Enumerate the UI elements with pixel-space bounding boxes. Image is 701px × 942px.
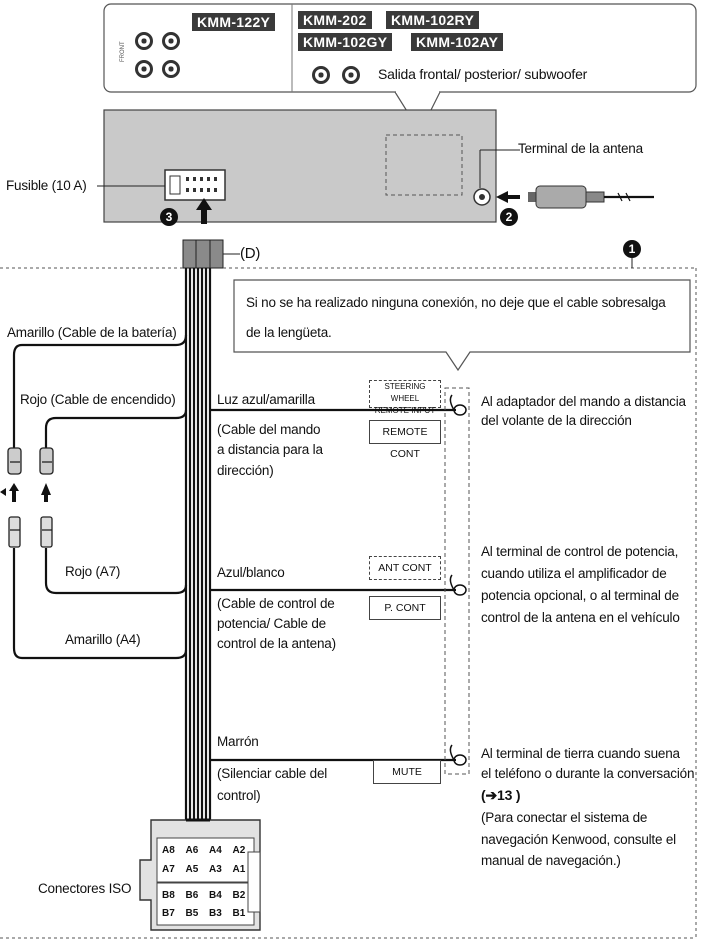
iso-pin: A4 bbox=[209, 845, 222, 856]
iso-row-b2: B7 B5 B3 B1 bbox=[162, 908, 252, 919]
arrow-right-icon: (➔ bbox=[481, 787, 497, 803]
iso-pin: B6 bbox=[185, 890, 199, 901]
marker-1: 1 bbox=[623, 240, 641, 258]
wire-name: Luz azul/amarilla bbox=[217, 392, 315, 407]
terminal-label: REMOTE INPUT bbox=[374, 406, 436, 415]
iso-pin: A6 bbox=[185, 845, 199, 856]
marker-3: 3 bbox=[160, 208, 178, 226]
model-badge: KMM-102AY bbox=[411, 33, 504, 51]
iso-pin: B4 bbox=[209, 890, 222, 901]
wire-destination: Al adaptador del mando a distancia bbox=[481, 394, 686, 409]
model-badge: KMM-102RY bbox=[386, 11, 480, 29]
wire-destination: Al terminal de tierra cuando suena bbox=[481, 746, 680, 761]
wire-desc: (Silenciar cable del bbox=[217, 766, 328, 781]
iso-pin: B1 bbox=[232, 908, 246, 919]
iso-pin: B7 bbox=[162, 908, 175, 919]
wire-desc: a distancia para la bbox=[217, 442, 323, 457]
rca-jacks-left: FRONT bbox=[120, 14, 190, 84]
iso-pin: B3 bbox=[209, 908, 222, 919]
wire-desc: dirección) bbox=[217, 463, 274, 478]
output-label: Salida frontal/ posterior/ subwoofer bbox=[378, 66, 588, 82]
terminal-box: ANT CONT bbox=[369, 556, 441, 580]
wire-desc: control) bbox=[217, 788, 261, 803]
label-yellow-battery: Amarillo (Cable de la batería) bbox=[7, 325, 177, 340]
iso-pin: A2 bbox=[232, 845, 246, 856]
terminal-box: REMOTE CONT bbox=[369, 420, 441, 460]
wire-destination: potencia opcional, o al terminal de bbox=[481, 588, 679, 603]
rca-jack-icon bbox=[342, 66, 360, 84]
iso-pin: B8 bbox=[162, 890, 175, 901]
rca-jack-icon bbox=[312, 66, 330, 84]
iso-row-a1: A8 A6 A4 A2 bbox=[162, 845, 252, 856]
wire-desc: (Cable de control de bbox=[217, 596, 335, 611]
terminal-box: MUTE bbox=[373, 760, 441, 784]
terminal-label: STEERING WHEEL bbox=[384, 382, 426, 403]
terminal-box: STEERING WHEEL REMOTE INPUT bbox=[369, 380, 441, 415]
iso-pin: B5 bbox=[185, 908, 199, 919]
iso-row-a2: A7 A5 A3 A1 bbox=[162, 864, 252, 875]
wire-name: Azul/blanco bbox=[217, 565, 285, 580]
page-reference-number: 13 bbox=[497, 787, 513, 803]
terminal-box: P. CONT bbox=[369, 596, 441, 620]
wire-destination: cuando utiliza el amplificador de bbox=[481, 566, 667, 581]
wire-note: (Para conectar el sistema de bbox=[481, 810, 648, 825]
label-red-a7: Rojo (A7) bbox=[65, 564, 121, 579]
connector-d-label: (D) bbox=[240, 245, 261, 262]
wire-destination: el teléfono o durante la conversación bbox=[481, 766, 695, 781]
label-yellow-a4: Amarillo (A4) bbox=[65, 632, 141, 647]
rca-jack-icon bbox=[135, 32, 153, 50]
iso-pin: A5 bbox=[185, 864, 199, 875]
antenna-terminal-label: Terminal de la antena bbox=[518, 141, 643, 156]
iso-connectors-label: Conectores ISO bbox=[38, 881, 132, 896]
label-red-ignition: Rojo (Cable de encendido) bbox=[20, 392, 176, 407]
note-line-2: de la lengüeta. bbox=[246, 325, 332, 340]
rca-jack-icon bbox=[162, 60, 180, 78]
iso-pin: A3 bbox=[209, 864, 222, 875]
wire-destination: del volante de la dirección bbox=[481, 413, 632, 428]
iso-pin: A7 bbox=[162, 864, 175, 875]
iso-pin: B2 bbox=[232, 890, 246, 901]
wire-note: manual de navegación.) bbox=[481, 853, 621, 868]
model-badge: KMM-202 bbox=[298, 11, 372, 29]
iso-pin: A1 bbox=[232, 864, 246, 875]
marker-2: 2 bbox=[500, 208, 518, 226]
wire-destination: Al terminal de control de potencia, bbox=[481, 544, 679, 559]
note-line-1: Si no se ha realizado ninguna conexión, … bbox=[246, 295, 666, 310]
wire-name: Marrón bbox=[217, 734, 259, 749]
page-reference: (➔13 ) bbox=[481, 786, 521, 805]
page-reference-close: ) bbox=[512, 787, 521, 803]
iso-pin: A8 bbox=[162, 845, 175, 856]
wire-desc: control de la antena) bbox=[217, 636, 336, 651]
fuse-label: Fusible (10 A) bbox=[6, 178, 87, 193]
wire-desc: (Cable del mando bbox=[217, 422, 321, 437]
rca-jack-icon bbox=[135, 60, 153, 78]
rca-jack-icon bbox=[162, 32, 180, 50]
model-badge: KMM-122Y bbox=[192, 13, 276, 31]
model-badge: KMM-102GY bbox=[298, 33, 393, 51]
iso-row-b1: B8 B6 B4 B2 bbox=[162, 890, 252, 901]
wire-note: navegación Kenwood, consulte el bbox=[481, 832, 676, 847]
wire-destination: control de la antena en el vehículo bbox=[481, 610, 680, 625]
wire-desc: potencia/ Cable de bbox=[217, 616, 326, 631]
